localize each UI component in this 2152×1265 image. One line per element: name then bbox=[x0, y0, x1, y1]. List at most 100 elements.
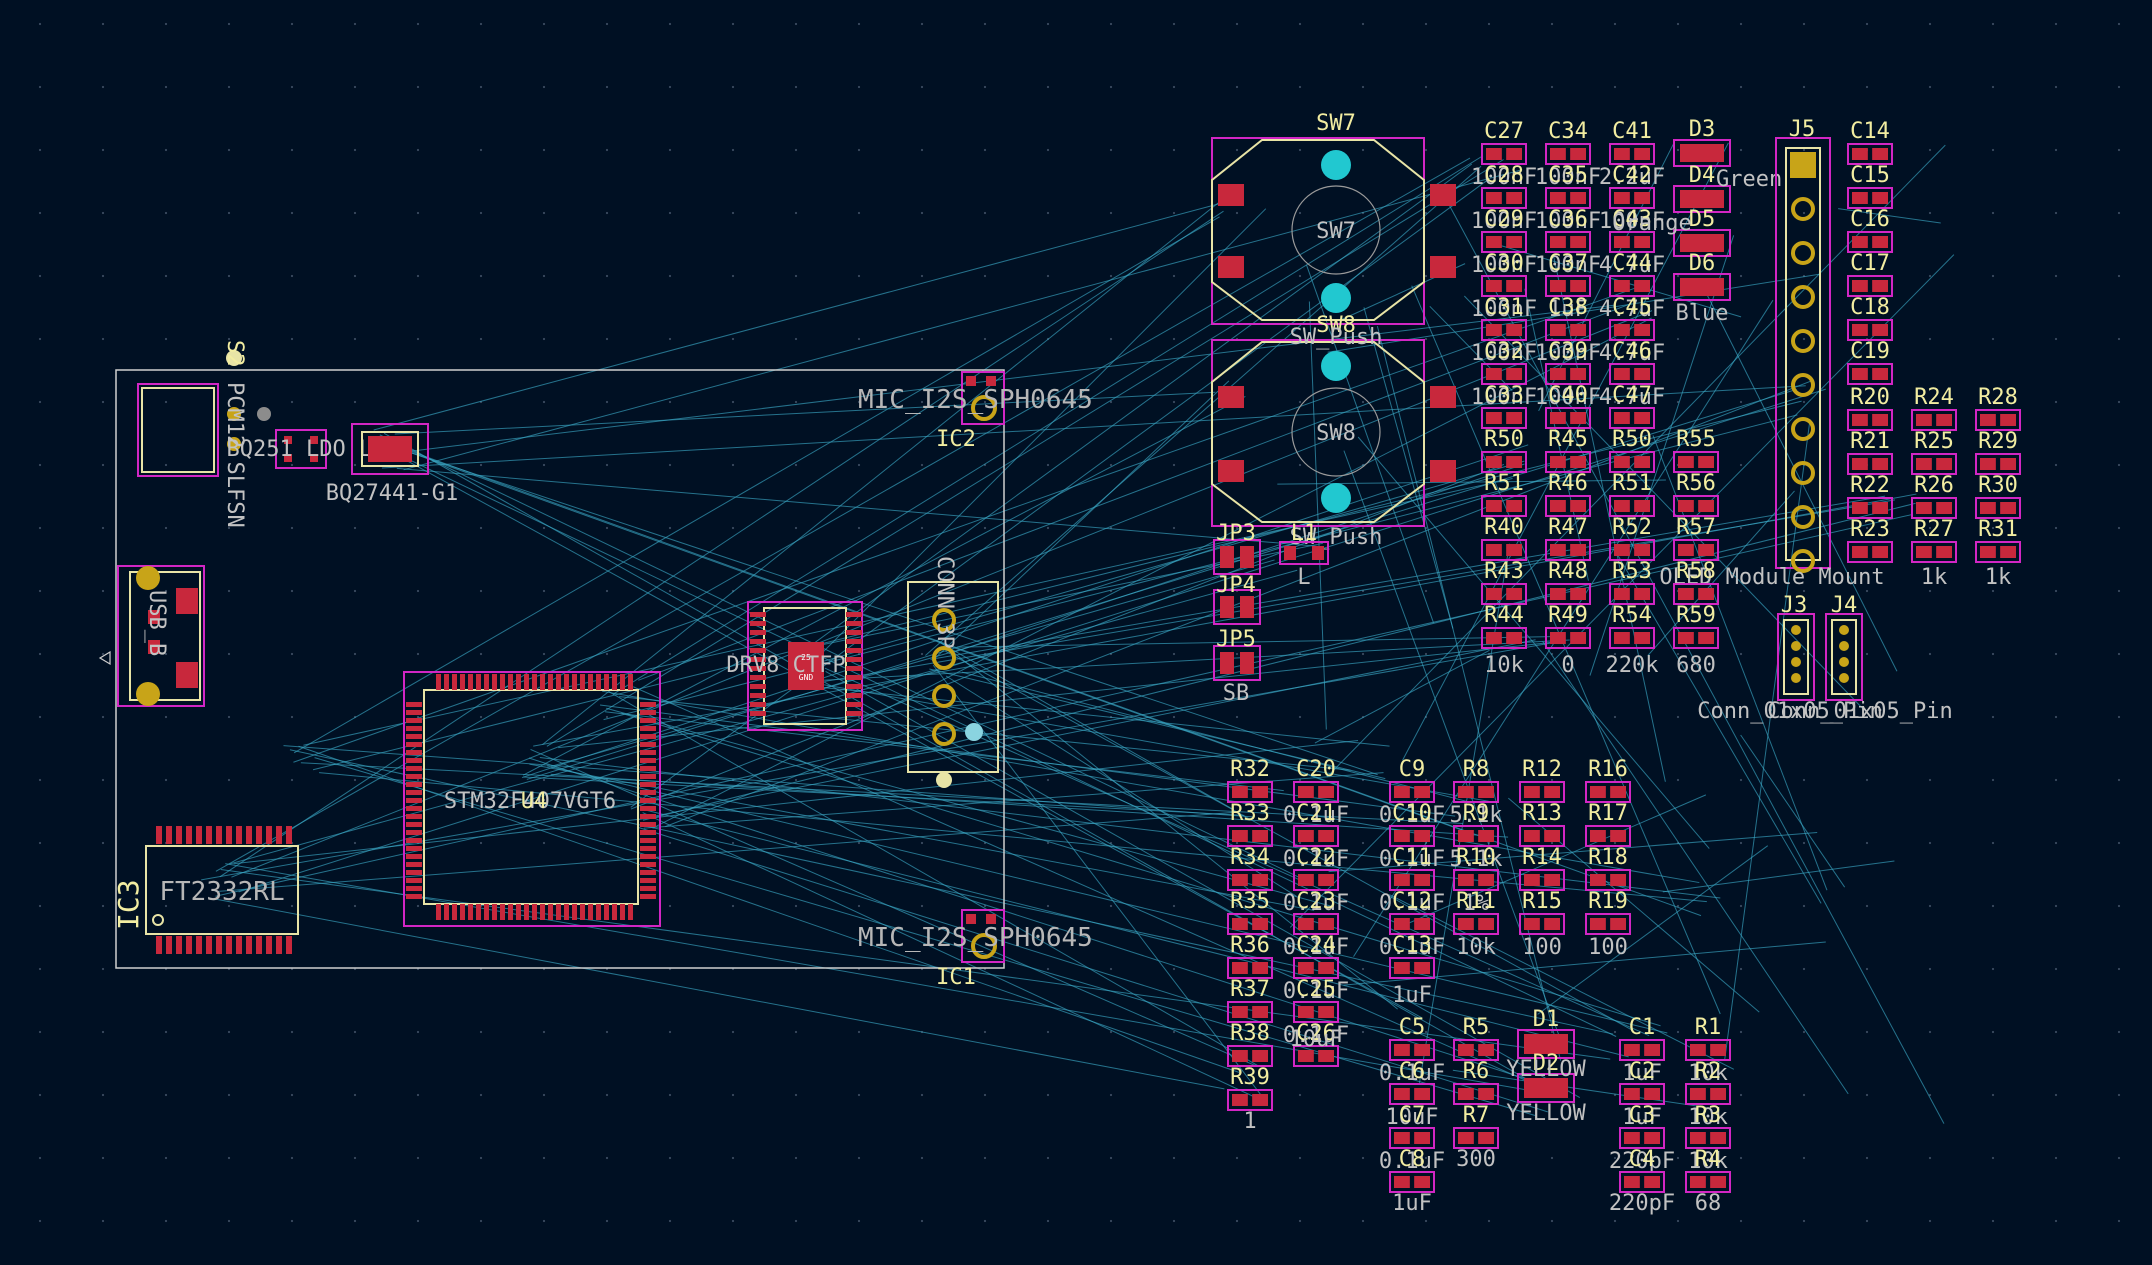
resistor-value: 680 bbox=[1676, 653, 1716, 678]
j5-value: OLED Module Mount bbox=[1659, 565, 1884, 590]
cap-ref: C34 bbox=[1548, 119, 1588, 144]
passive-ref: R16 bbox=[1588, 757, 1628, 782]
ic-u2[interactable]: BQ27441-G1 bbox=[326, 423, 458, 506]
sw7-ref: SW7 bbox=[1316, 111, 1356, 136]
resistor-ref: R49 bbox=[1548, 603, 1588, 628]
passive-value: 0.1uF bbox=[1379, 1149, 1445, 1174]
mic-ic1[interactable]: MIC_I2S_SPH0645 IC1 bbox=[858, 909, 1093, 990]
resistor-ref: R21 bbox=[1850, 429, 1890, 454]
cap-value: 100nF bbox=[1471, 165, 1537, 190]
mic-bottom-value: MIC_I2S_SPH0645 bbox=[858, 923, 1093, 953]
stm32-value: STM32F407VGT6 bbox=[444, 789, 616, 814]
resistor-ref: R40 bbox=[1484, 515, 1524, 540]
drv-value: DRV8 CTFP bbox=[726, 653, 845, 678]
ldo-ic[interactable]: BQ251 LDO LI bbox=[227, 429, 386, 469]
cap-value: 2.2uF bbox=[1599, 165, 1665, 190]
passive-value: 0.1uF bbox=[1283, 803, 1349, 828]
passive-ref: C22 bbox=[1296, 845, 1336, 870]
resistor-ref: R52 bbox=[1612, 515, 1652, 540]
passive-value: 0.1uF bbox=[1379, 935, 1445, 960]
connector-j3-j4[interactable]: J3 J4 Conn_01x05_Pin Conn_01x05_Pin bbox=[1697, 593, 1952, 724]
board-anchor-icon bbox=[98, 650, 111, 666]
cap-ref: C14 bbox=[1850, 119, 1890, 144]
passive-ref: R11 bbox=[1456, 889, 1496, 914]
jumpers[interactable]: JP3 JP4 JP5 SB L1 L bbox=[1213, 521, 1329, 706]
connector-left[interactable]: USB_B bbox=[117, 565, 205, 707]
passive-ref: C1 bbox=[1629, 1015, 1656, 1040]
passive-ref: R18 bbox=[1588, 845, 1628, 870]
sw8-ref: SW8 bbox=[1316, 313, 1356, 338]
cap-ref: C40 bbox=[1548, 383, 1588, 408]
drv-gnd-label: GND bbox=[799, 673, 814, 682]
passive-ref: R32 bbox=[1230, 757, 1270, 782]
grid-dots bbox=[38, 22, 2121, 1223]
cap-ref: C30 bbox=[1484, 251, 1524, 276]
passive-value: 220pF bbox=[1609, 1191, 1675, 1216]
passive-value: 0.1uF bbox=[1379, 1061, 1445, 1086]
passive-value: 0.1uF bbox=[1283, 979, 1349, 1004]
sw7-value: SW_Push bbox=[1290, 325, 1383, 350]
passive-ref: R2 bbox=[1695, 1059, 1722, 1084]
board-edge-cuts[interactable] bbox=[115, 369, 1005, 969]
resistor-value: 220k bbox=[1606, 653, 1659, 678]
passive-value: 1uF bbox=[1622, 1105, 1662, 1130]
led-d1-d2[interactable]: D1 D2 YELLOW YELLOW bbox=[1506, 1007, 1586, 1126]
d2-value: YELLOW bbox=[1506, 1101, 1586, 1126]
cap-ref: C44 bbox=[1612, 251, 1652, 276]
j4-value: Conn_01x05_Pin bbox=[1767, 699, 1952, 724]
ic-ft2332[interactable]: FT2332RL IC3 bbox=[112, 826, 299, 954]
switch-sw8[interactable]: SW8 SW_Push SW8 SW_Push bbox=[1211, 313, 1456, 550]
cap-ref: C15 bbox=[1850, 163, 1890, 188]
cap-ref: C19 bbox=[1850, 339, 1890, 364]
d1-value: YELLOW bbox=[1506, 1057, 1586, 1082]
passive-ref: R17 bbox=[1588, 801, 1628, 826]
cap-ref: C38 bbox=[1548, 295, 1588, 320]
usb-connector[interactable]: S2 PCM12 SLFSN bbox=[137, 340, 271, 528]
header-j5[interactable]: J5 OLED Module Mount bbox=[1659, 117, 1884, 590]
resistor-ref: R23 bbox=[1850, 517, 1890, 542]
cap-value: 100nF bbox=[1535, 209, 1601, 234]
mic-ic2[interactable]: MIC_I2S_SPH0645 IC2 bbox=[858, 371, 1093, 452]
passive-value: 0.1uF bbox=[1379, 803, 1445, 828]
passive-value: 10k bbox=[1688, 1105, 1728, 1130]
ic-stm32[interactable]: STM32F407VGT6 U4 bbox=[403, 671, 661, 927]
passive-ref: C4 bbox=[1629, 1147, 1656, 1172]
passive-ref: R9 bbox=[1463, 801, 1490, 826]
cap-value: 100nF bbox=[1471, 253, 1537, 278]
cap-ref: C47 bbox=[1612, 383, 1652, 408]
passive-ref: C21 bbox=[1296, 801, 1336, 826]
resistor-value: 10k bbox=[1484, 653, 1524, 678]
passive-value: 0.1uF bbox=[1283, 1023, 1349, 1048]
cap-ref: C18 bbox=[1850, 295, 1890, 320]
resistor-ref: R43 bbox=[1484, 559, 1524, 584]
connector-conn[interactable]: CONN 3P bbox=[907, 556, 999, 788]
resistor-ref: R30 bbox=[1978, 473, 2018, 498]
passive-value: 68 bbox=[1695, 1191, 1722, 1216]
d3-ref: D3 bbox=[1689, 117, 1716, 142]
passive-ref: C10 bbox=[1392, 801, 1432, 826]
led-column[interactable]: D3 D4 D5 D6 Green Orange Blue bbox=[1612, 117, 1782, 326]
d3-value: Green bbox=[1716, 167, 1782, 192]
resistor-ref: R27 bbox=[1914, 517, 1954, 542]
lower-passive-arrays[interactable]: R32R33R34R35R36R37R38R391C200.1uFC210.1u… bbox=[1227, 757, 1731, 1216]
passive-ref: R19 bbox=[1588, 889, 1628, 914]
passive-value: 5.1k bbox=[1450, 847, 1503, 872]
resistor-ref: R31 bbox=[1978, 517, 2018, 542]
d5-value: Orange bbox=[1612, 211, 1691, 236]
cap-value: 100nF bbox=[1471, 385, 1537, 410]
s2-ref: S2 bbox=[222, 340, 247, 367]
capacitor-array-top[interactable]: C27100nFC28100nFC29100nFC30100nFC31100nF… bbox=[1471, 119, 1665, 429]
switch-sw7[interactable]: SW7 SW7 bbox=[1211, 111, 1456, 325]
passive-ref: R4 bbox=[1695, 1147, 1722, 1172]
resistor-ref: R56 bbox=[1676, 471, 1716, 496]
resistor-ref: R59 bbox=[1676, 603, 1716, 628]
ic-drv[interactable]: 25 GND DRV8 CTFP bbox=[726, 601, 863, 731]
passive-value: 1 bbox=[1243, 1109, 1256, 1134]
passive-value: 0.1uF bbox=[1283, 935, 1349, 960]
resistor-array-mid[interactable]: R50R51R40R43R4410kR45R46R47R48R490R50R51… bbox=[1481, 427, 1719, 678]
j3-value: Conn_01x05_Pin bbox=[1697, 699, 1882, 724]
